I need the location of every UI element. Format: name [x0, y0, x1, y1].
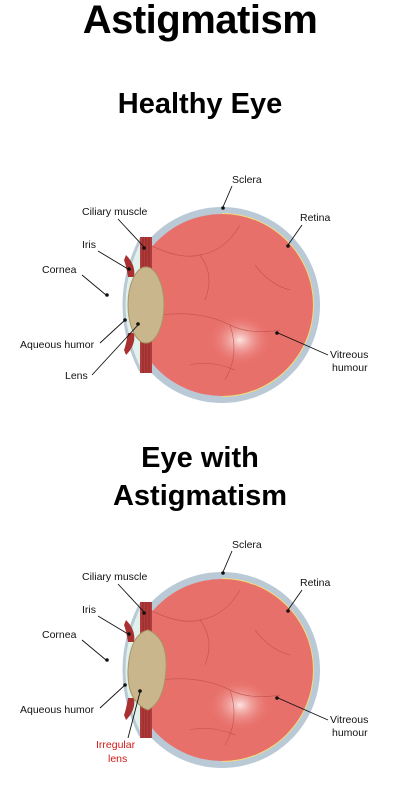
label-iris: Iris	[82, 604, 96, 616]
lens-shape	[127, 266, 165, 344]
label-cornea: Cornea	[42, 629, 77, 641]
astigmatism-labels: Sclera Ciliary muscle Retina Iris Cornea…	[20, 539, 368, 765]
main-title: Astigmatism	[82, 0, 318, 42]
label-vitreous-2: humour	[332, 727, 368, 739]
label-retina: Retina	[300, 577, 331, 589]
label-irregular-lens-2: lens	[108, 753, 127, 765]
healthy-eye-svg: Sclera Ciliary muscle Retina Iris Cornea…	[20, 174, 368, 403]
light-glow	[208, 314, 272, 366]
irregular-lens-shape	[127, 629, 167, 711]
astigmatism-heading-line1: Eye with	[141, 442, 259, 474]
light-glow	[208, 679, 272, 731]
label-vitreous-2: humour	[332, 362, 368, 374]
astigmatism-eye-diagram: Sclera Ciliary muscle Retina Iris Cornea…	[0, 530, 400, 800]
healthy-eye-diagram: Sclera Ciliary muscle Retina Iris Cornea…	[0, 165, 400, 415]
label-aqueous-humor: Aqueous humor	[20, 339, 95, 351]
label-iris: Iris	[82, 239, 96, 251]
label-ciliary-muscle: Ciliary muscle	[82, 206, 148, 218]
blood-vessels	[149, 589, 291, 746]
label-vitreous-1: Vitreous	[330, 349, 368, 361]
label-vitreous-1: Vitreous	[330, 714, 368, 726]
iris-upper	[124, 620, 135, 642]
blood-vessels	[149, 224, 291, 381]
label-sclera: Sclera	[232, 174, 262, 186]
astigmatism-eyeball	[122, 572, 320, 768]
label-lens: Lens	[65, 370, 88, 382]
label-cornea: Cornea	[42, 264, 77, 276]
label-irregular-lens-1: Irregular	[96, 739, 136, 751]
healthy-eye-heading: Healthy Eye	[117, 88, 283, 120]
iris-upper	[124, 255, 135, 277]
healthy-labels: Sclera Ciliary muscle Retina Iris Cornea…	[20, 174, 368, 382]
label-retina: Retina	[300, 212, 331, 224]
label-sclera: Sclera	[232, 539, 262, 551]
astigmatism-eye-svg: Sclera Ciliary muscle Retina Iris Cornea…	[20, 539, 368, 768]
iris-lower	[124, 333, 135, 355]
astigmatism-heading-line2: Astigmatism	[112, 480, 288, 512]
iris-lower	[124, 698, 135, 720]
label-ciliary-muscle: Ciliary muscle	[82, 571, 148, 583]
label-aqueous-humor: Aqueous humor	[20, 704, 95, 716]
healthy-eyeball	[122, 207, 320, 403]
